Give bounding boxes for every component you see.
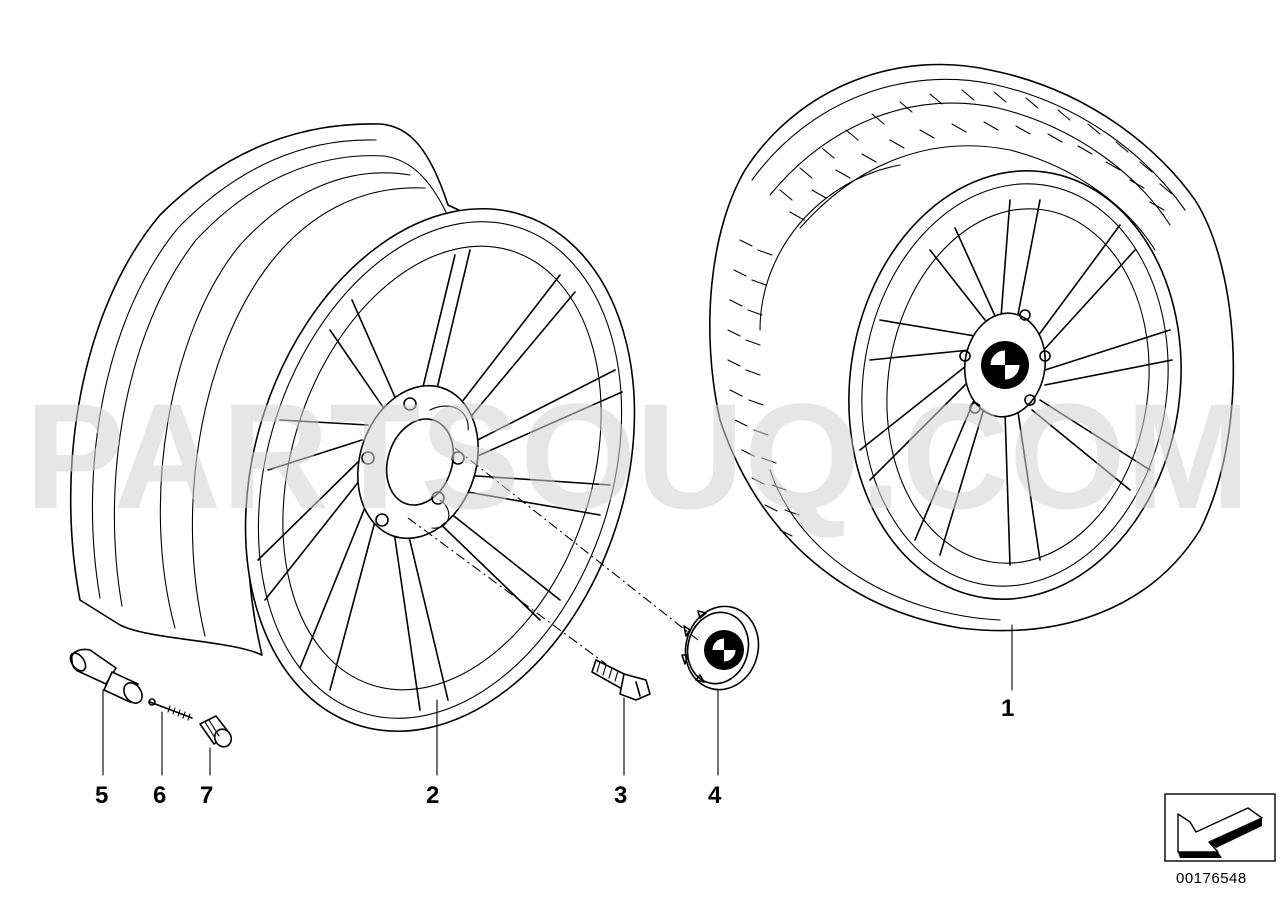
callout-5: 5 xyxy=(95,782,108,809)
assembly-line-hub-cap xyxy=(454,447,699,641)
orientation-box xyxy=(1164,793,1276,862)
callout-6: 6 xyxy=(153,782,166,809)
callout-1: 1 xyxy=(1001,695,1014,722)
rim-part-2[interactable] xyxy=(69,123,699,782)
valve-cap-part-7[interactable] xyxy=(199,715,234,750)
complete-wheel-part-1[interactable] xyxy=(709,63,1235,632)
callout-4: 4 xyxy=(708,782,722,809)
callout-7: 7 xyxy=(200,782,213,809)
arrow-icon xyxy=(1177,807,1263,858)
callout-2: 2 xyxy=(426,782,439,809)
document-number: 00176548 xyxy=(1176,870,1247,887)
leader-lines xyxy=(102,624,1013,776)
hub-cap-emblem-icon xyxy=(704,630,744,670)
wheel-bolt-part-3[interactable] xyxy=(591,659,651,701)
roundel-emblem-icon xyxy=(981,341,1029,389)
assembly-line-bolt xyxy=(407,517,607,665)
callout-3: 3 xyxy=(614,782,627,809)
valve-core-part-6[interactable] xyxy=(148,698,193,721)
hub-cap-part-4[interactable] xyxy=(676,598,767,698)
valve-part-5[interactable] xyxy=(67,648,146,706)
watermark: PARTSOUQ.COM xyxy=(25,372,1250,540)
